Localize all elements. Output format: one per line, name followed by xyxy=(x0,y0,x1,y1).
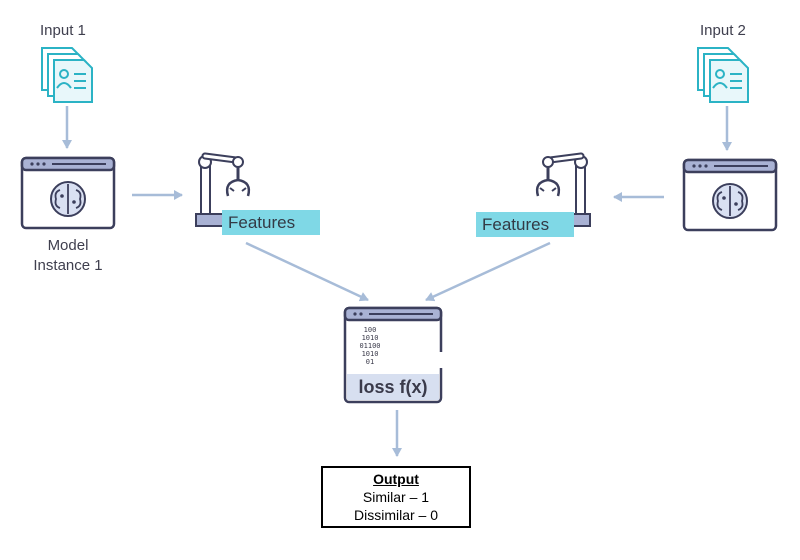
output-title: Output xyxy=(373,471,419,487)
binary-line: 01 xyxy=(365,358,375,366)
binary-line: 1010 xyxy=(361,334,379,342)
output-box: Output Similar – 1 Dissimilar – 0 xyxy=(321,466,471,528)
output-similar: Similar – 1 xyxy=(362,489,430,505)
features-left-label: Features xyxy=(222,210,320,235)
brain-window-icon xyxy=(20,156,116,230)
loss-function-label: loss f(x) xyxy=(347,374,439,400)
binary-line: 1010 xyxy=(361,350,379,358)
model-instance-label: Model Instance 1 xyxy=(33,237,103,274)
input-1-label: Input 1 xyxy=(40,22,86,39)
binary-line: 01100 xyxy=(359,342,381,350)
arrow-features-left-to-loss xyxy=(245,241,369,302)
brain-window-icon xyxy=(682,158,778,232)
robotic-arm-icon xyxy=(195,152,251,227)
features-right-label: Features xyxy=(476,212,574,237)
document-stack-icon xyxy=(41,47,93,103)
output-dissimilar: Dissimilar – 0 xyxy=(353,507,438,523)
document-stack-icon xyxy=(697,47,749,103)
binary-line: 100 xyxy=(363,326,377,334)
arrow-features-right-to-loss xyxy=(425,241,551,302)
input-2-label: Input 2 xyxy=(700,22,746,39)
